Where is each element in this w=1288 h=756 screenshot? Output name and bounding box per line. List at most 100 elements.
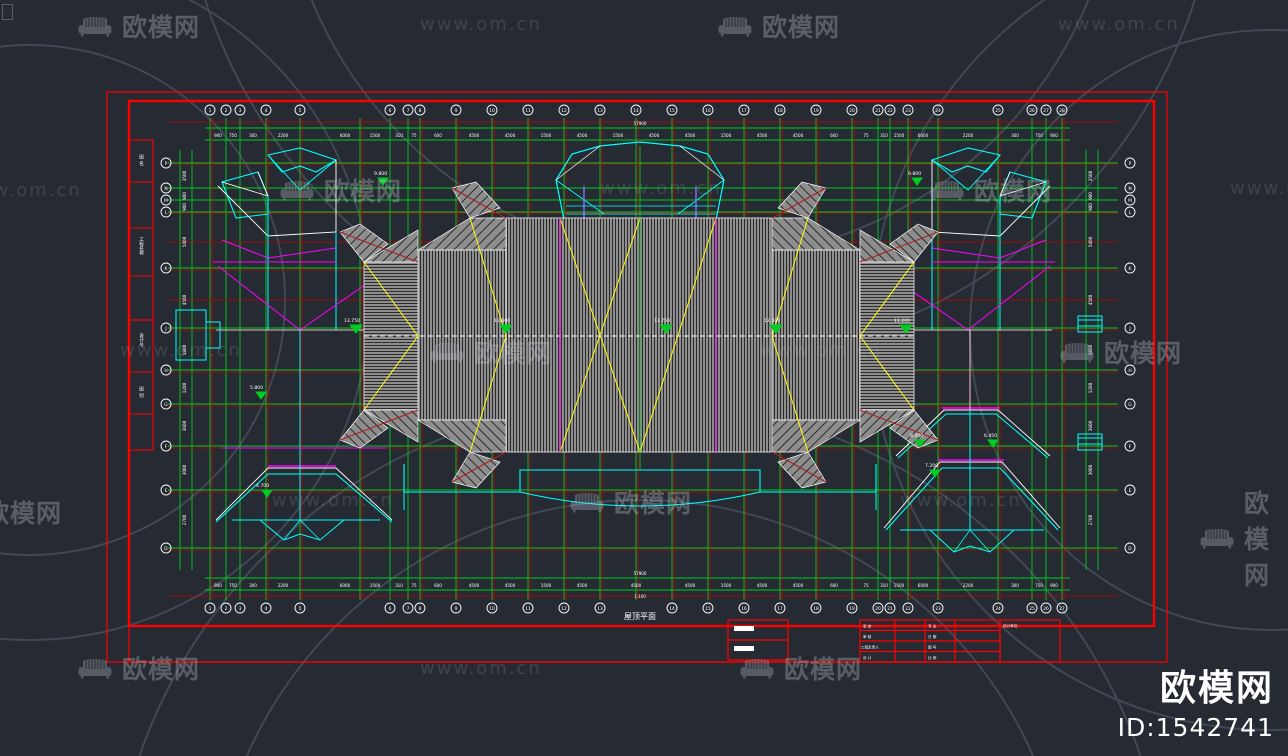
watermark-brand-text: 欧模网 <box>474 339 553 368</box>
svg-text:27: 27 <box>1043 108 1049 114</box>
svg-text:13.750: 13.750 <box>654 318 670 324</box>
svg-text:900: 900 <box>182 192 187 200</box>
svg-text:5400: 5400 <box>1088 236 1093 247</box>
svg-text:H: H <box>164 368 167 374</box>
sofa-icon <box>78 659 112 679</box>
svg-text:3600: 3600 <box>1088 420 1093 431</box>
svg-text:600: 600 <box>434 133 442 138</box>
sofa-icon <box>740 657 774 679</box>
svg-text:900: 900 <box>1088 203 1093 211</box>
watermark-brand-text: 欧模网 <box>974 177 1053 206</box>
watermark-brand-text: 欧模网 <box>1244 489 1271 590</box>
sofa-icon <box>280 179 314 201</box>
svg-text:310: 310 <box>395 583 403 588</box>
svg-text:23: 23 <box>905 108 911 114</box>
svg-text:14: 14 <box>633 108 639 114</box>
svg-text:19: 19 <box>849 606 855 612</box>
watermark-url-text: www.om.cn <box>420 14 542 35</box>
watermark-logo: 欧模网 <box>930 172 1052 208</box>
sofa-icon <box>280 181 314 201</box>
watermark-url: www.om.cn <box>1058 14 1180 35</box>
svg-text:900: 900 <box>1050 133 1058 138</box>
svg-text:专 业: 专 业 <box>928 624 937 629</box>
svg-text:6000: 6000 <box>918 133 929 138</box>
svg-text:审 核: 审 核 <box>863 634 872 639</box>
watermark-url: www.om.cn <box>420 14 542 35</box>
svg-text:11: 11 <box>525 108 531 114</box>
watermark-logo: 欧模网 <box>0 494 62 530</box>
svg-text:900: 900 <box>214 133 222 138</box>
svg-text:1500: 1500 <box>370 583 381 588</box>
svg-text:600: 600 <box>434 583 442 588</box>
watermark-logo: 欧模网 <box>430 334 552 370</box>
svg-text:9.800: 9.800 <box>908 171 921 177</box>
svg-text:26: 26 <box>1029 108 1035 114</box>
svg-text:H: H <box>1128 368 1131 374</box>
sofa-icon <box>718 15 752 37</box>
svg-text:7: 7 <box>407 606 410 612</box>
sofa-icon <box>1200 527 1234 549</box>
watermark-logo: 欧模网 <box>570 484 692 520</box>
svg-text:900: 900 <box>1088 192 1093 200</box>
sofa-icon <box>570 493 604 513</box>
svg-text:1500: 1500 <box>721 583 732 588</box>
brand-badge: 欧模网 ID:1542741 <box>1118 669 1274 742</box>
svg-text:16: 16 <box>705 108 711 114</box>
svg-text:4.700: 4.700 <box>256 483 269 489</box>
grid-bubbles-left[interactable]: PNM LKJ HGF ED <box>160 157 172 554</box>
watermark-url: www.om.cn <box>1230 178 1288 199</box>
svg-text:600: 600 <box>830 133 838 138</box>
svg-text:27: 27 <box>1059 606 1065 612</box>
roof-right-lower-wing <box>883 330 1061 553</box>
svg-text:设计号: 设计号 <box>139 332 144 348</box>
svg-text:G: G <box>1128 402 1132 408</box>
sofa-icon <box>1200 529 1234 549</box>
watermark-logo: 欧模网 <box>1060 334 1182 370</box>
svg-text:2200: 2200 <box>963 133 974 138</box>
svg-text:24: 24 <box>995 606 1001 612</box>
svg-text:12.600: 12.600 <box>764 318 780 324</box>
svg-text:17: 17 <box>777 606 783 612</box>
svg-text:4500: 4500 <box>469 133 480 138</box>
grid-bubbles-right[interactable]: PNM LKJ HGF ED <box>1124 157 1136 554</box>
watermark-brand-text: 欧模网 <box>1104 339 1183 368</box>
viewport-corner-marker <box>2 4 13 20</box>
svg-text:75: 75 <box>863 133 869 138</box>
svg-text:22: 22 <box>887 108 893 114</box>
sofa-icon <box>1060 343 1094 363</box>
svg-text:11.200: 11.200 <box>894 318 910 324</box>
svg-text:300: 300 <box>249 133 257 138</box>
svg-text:6000: 6000 <box>340 583 351 588</box>
watermark-brand-text: 欧模网 <box>122 13 201 42</box>
sofa-icon <box>78 15 112 37</box>
svg-text:D: D <box>1128 546 1132 552</box>
svg-text:5400: 5400 <box>182 236 187 247</box>
svg-text:18: 18 <box>813 606 819 612</box>
svg-text:19: 19 <box>813 108 819 114</box>
svg-text:600: 600 <box>830 583 838 588</box>
svg-text:1800: 1800 <box>182 344 187 355</box>
svg-text:F: F <box>1129 444 1132 450</box>
watermark-url-text: www.om.cn <box>1230 178 1288 199</box>
watermark-logo: 欧模网 <box>740 650 862 686</box>
svg-text:750: 750 <box>1035 583 1043 588</box>
svg-text:1200: 1200 <box>182 382 187 393</box>
watermark-logo: 欧模网 <box>718 8 840 44</box>
svg-text:4500: 4500 <box>505 583 516 588</box>
svg-text:9: 9 <box>455 108 458 114</box>
svg-text:24: 24 <box>935 108 941 114</box>
svg-text:4500: 4500 <box>577 583 588 588</box>
svg-text:J: J <box>1128 326 1130 332</box>
svg-text:16: 16 <box>741 606 747 612</box>
svg-text:3000: 3000 <box>182 464 187 475</box>
svg-text:22: 22 <box>905 606 911 612</box>
svg-text:6: 6 <box>389 108 392 114</box>
svg-text:E: E <box>165 488 168 494</box>
svg-text:8.450: 8.450 <box>910 433 923 439</box>
svg-text:13.750: 13.750 <box>344 318 360 324</box>
svg-text:审 定: 审 定 <box>863 624 872 629</box>
